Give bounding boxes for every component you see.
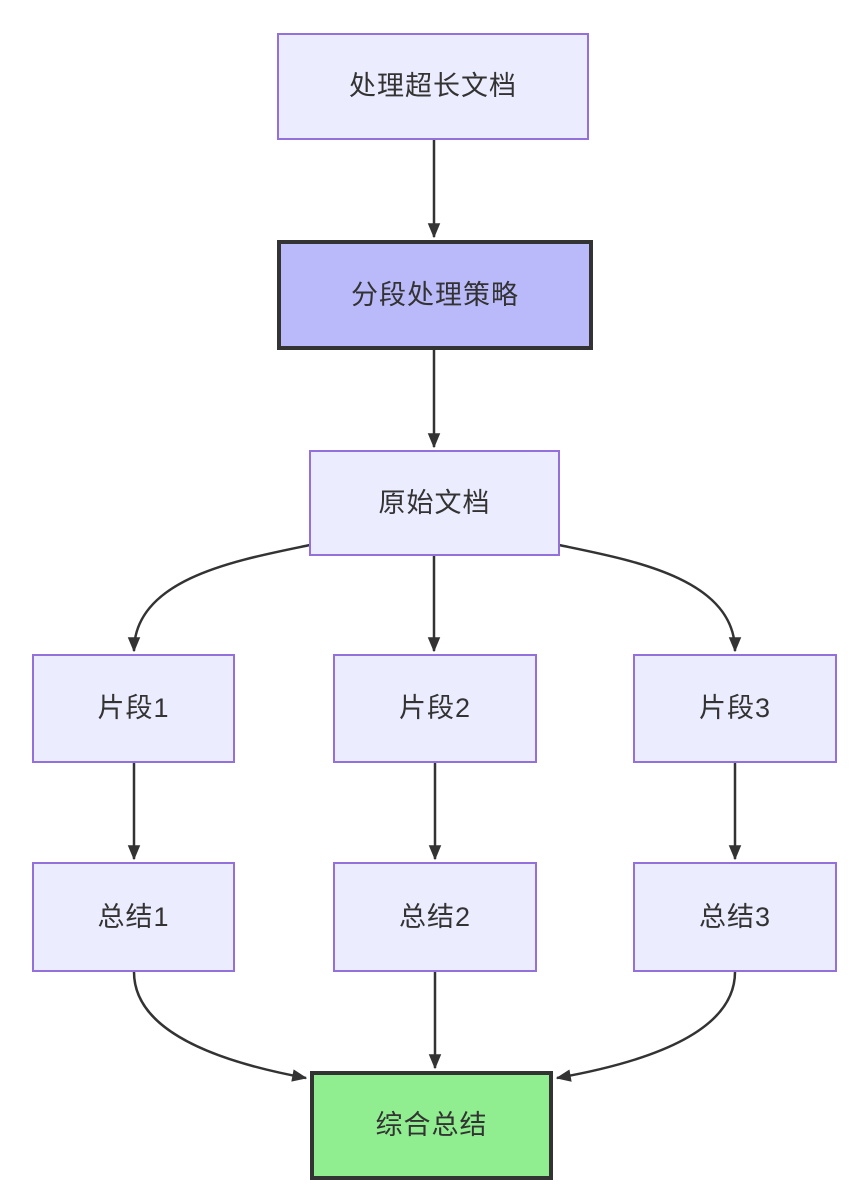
node-fragment-1: 片段1 (32, 654, 235, 763)
node-fragment-3: 片段3 (633, 654, 837, 763)
node-fragment-3-label: 片段3 (698, 693, 772, 724)
node-segmentation-strategy-label: 分段处理策略 (351, 279, 519, 310)
node-original-doc: 原始文档 (309, 450, 560, 556)
node-summary-3-label: 总结3 (698, 901, 772, 932)
node-summary-1-label: 总结1 (97, 901, 170, 932)
node-process-long-doc: 处理超长文档 (277, 33, 589, 140)
node-fragment-2: 片段2 (333, 654, 537, 763)
node-fragment-1-label: 片段1 (97, 693, 170, 724)
node-final-summary-label: 综合总结 (375, 1110, 488, 1141)
edge-original-to-fragment1 (127, 543, 311, 653)
edge-original-to-fragment3 (558, 543, 742, 653)
edge-summary3-to-final (555, 971, 737, 1082)
node-summary-1: 总结1 (32, 862, 235, 972)
node-summary-2: 总结2 (333, 862, 537, 972)
node-segmentation-strategy: 分段处理策略 (277, 240, 593, 350)
node-summary-3: 总结3 (633, 862, 837, 972)
node-original-doc-label: 原始文档 (378, 487, 491, 518)
node-summary-2-label: 总结2 (398, 901, 472, 932)
edge-summary1-to-final (132, 971, 308, 1082)
node-fragment-2-label: 片段2 (398, 693, 472, 724)
node-process-long-doc-label: 处理超长文档 (349, 71, 517, 102)
node-final-summary: 综合总结 (310, 1071, 553, 1180)
